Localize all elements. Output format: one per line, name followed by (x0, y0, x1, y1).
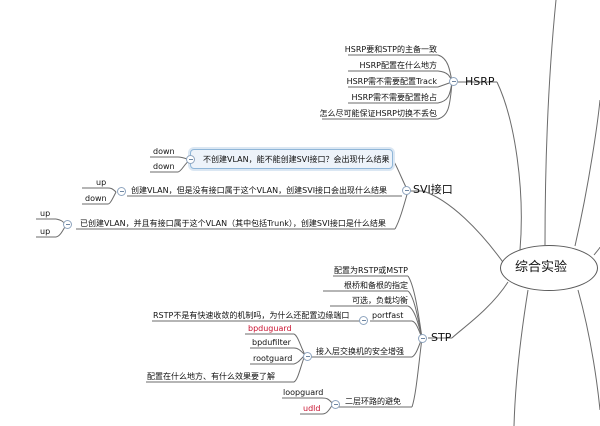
hsrp-item-3[interactable]: HSRP需不需要配置Track (346, 77, 437, 86)
topic-stp[interactable]: STP (431, 331, 452, 344)
stp-access-bpduguard[interactable]: bpduguard (248, 324, 292, 333)
collapse-icon-access[interactable] (303, 352, 312, 361)
svi-q2-answer-1[interactable]: up (96, 178, 107, 187)
svi-question-2-text[interactable]: 创建VLAN，但是没有接口属于这个VLAN，创建SVI接口会出现什么结果 (131, 186, 388, 195)
stp-access-note[interactable]: 配置在什么地方、有什么效果要了解 (147, 372, 275, 381)
svi-q1-answer-2[interactable]: down (153, 162, 175, 171)
svi-question-3-text[interactable]: 已创建VLAN，并且有接口属于这个VLAN（其中包括Trunk），创建SVI接口… (80, 219, 386, 228)
svi-q2-answer-2[interactable]: down (85, 194, 107, 203)
svi-q3-answer-2[interactable]: up (40, 227, 51, 236)
stp-loop-loopguard[interactable]: loopguard (283, 388, 324, 397)
hsrp-item-4[interactable]: HSRP需不需要配置抢占 (351, 93, 437, 102)
hsrp-item-5[interactable]: 怎么尽可能保证HSRP切换不丢包 (319, 109, 437, 118)
connector-central-top (544, 0, 557, 246)
stp-access-bpdufilter[interactable]: bpdufilter (252, 338, 291, 347)
topic-svi[interactable]: SVI接口 (413, 183, 453, 196)
collapse-icon-svi-q1[interactable] (186, 155, 195, 164)
svi-question-1-text: 不创建VLAN，能不能创建SVI接口？会出现什么结果 (203, 155, 390, 164)
hsrp-item-2[interactable]: HSRP配置在什么地方 (359, 61, 437, 70)
collapse-icon-loop[interactable] (331, 400, 340, 409)
stp-item-1[interactable]: 配置为RSTP或MSTP (333, 266, 408, 275)
connector-central-hsrp (496, 81, 522, 251)
stp-access-rootguard[interactable]: rootguard (253, 354, 293, 363)
collapse-icon-svi[interactable] (402, 186, 411, 195)
collapse-icon-svi-q3[interactable] (63, 220, 72, 229)
svi-q1-answer-1[interactable]: down (153, 147, 175, 156)
connector-central-bottom (513, 289, 529, 426)
collapse-icon-portfast[interactable] (359, 316, 368, 325)
collapse-icon-svi-q2[interactable] (117, 187, 126, 196)
collapse-icon-stp[interactable] (418, 334, 427, 343)
stp-portfast-child[interactable]: RSTP不是有快速收敛的机制吗，为什么还配置边缘端口 (153, 311, 350, 320)
stp-loop-udld[interactable]: udld (303, 404, 321, 413)
hsrp-item-1[interactable]: HSRP要和STP的主备一致 (344, 45, 437, 54)
stp-portfast[interactable]: portfast (372, 311, 404, 320)
central-topic[interactable]: 综合实验 (500, 245, 598, 291)
stp-access-security[interactable]: 接入层交换机的安全增强 (316, 347, 404, 356)
connector-right-edge (593, 246, 600, 256)
svi-question-1-selected[interactable]: 不创建VLAN，能不能创建SVI接口？会出现什么结果 (190, 149, 393, 169)
topic-hsrp[interactable]: HSRP (465, 75, 495, 88)
svi-q3-answer-1[interactable]: up (40, 209, 51, 218)
connector-central-svi (422, 190, 506, 266)
stp-item-3[interactable]: 可选，负载均衡 (352, 296, 408, 305)
stp-loop-avoidance[interactable]: 二层环路的避免 (345, 397, 401, 406)
connector-central-top-right (574, 99, 600, 247)
collapse-icon-hsrp[interactable] (449, 77, 458, 86)
connector-central-stp (451, 281, 509, 339)
connector-central-bottom-right (577, 289, 600, 411)
stp-item-2[interactable]: 根桥和备根的指定 (344, 281, 408, 290)
